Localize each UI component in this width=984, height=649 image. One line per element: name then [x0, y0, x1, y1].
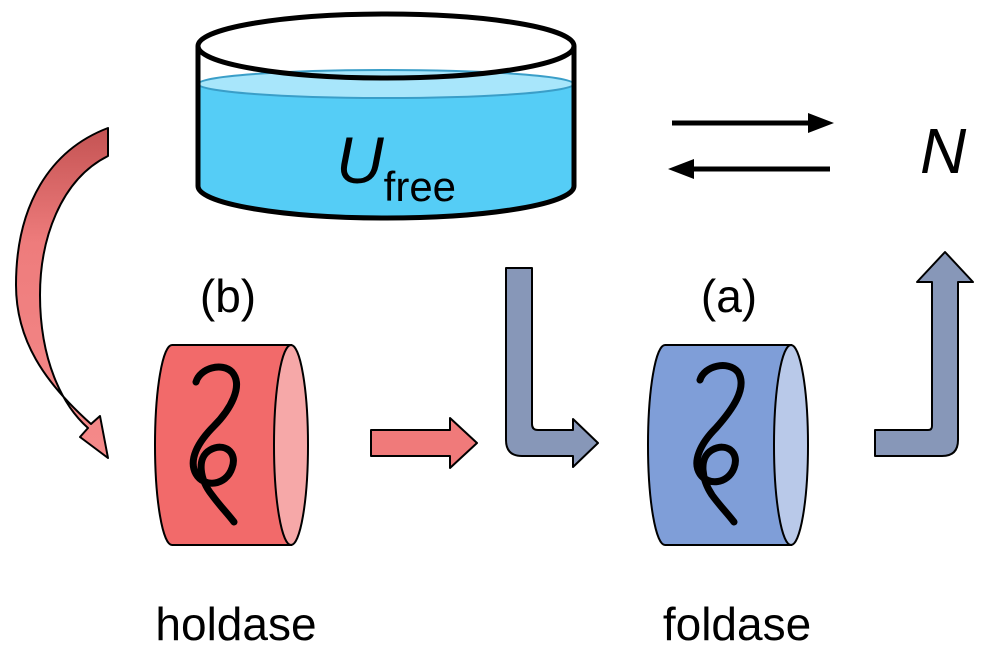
foldase-face — [773, 344, 809, 546]
holdase-label: holdase — [155, 598, 316, 649]
reservoir-walls — [195, 46, 577, 221]
holdase-marker: (b) — [200, 270, 256, 322]
native-state-label: N — [920, 115, 967, 187]
transfer-arrow — [370, 417, 478, 469]
foldase-polypeptide — [693, 362, 745, 526]
reverse-arrow-head — [668, 159, 694, 179]
bent-arrow-to-native — [874, 251, 974, 457]
reservoir-water — [198, 84, 574, 218]
reservoir-rim — [195, 11, 577, 81]
forward-arrow-head — [808, 113, 834, 133]
equilibrium-arrows — [668, 113, 834, 179]
reservoir-subscript: free — [384, 163, 456, 210]
holdase-polypeptide — [189, 363, 240, 526]
foldase-cylinder — [647, 344, 809, 546]
curved-red-arrow — [15, 127, 109, 459]
reservoir-label: Ufree — [336, 123, 456, 210]
holdase-face — [273, 344, 309, 546]
foldase-marker: (a) — [701, 270, 757, 322]
reservoir-water-surface — [197, 69, 575, 99]
reservoir: Ufree — [195, 11, 577, 221]
bent-arrow-into-foldase — [505, 267, 599, 468]
reservoir-symbol: U — [336, 123, 384, 197]
holdase-cylinder — [154, 344, 309, 546]
foldase-label: foldase — [663, 598, 811, 649]
